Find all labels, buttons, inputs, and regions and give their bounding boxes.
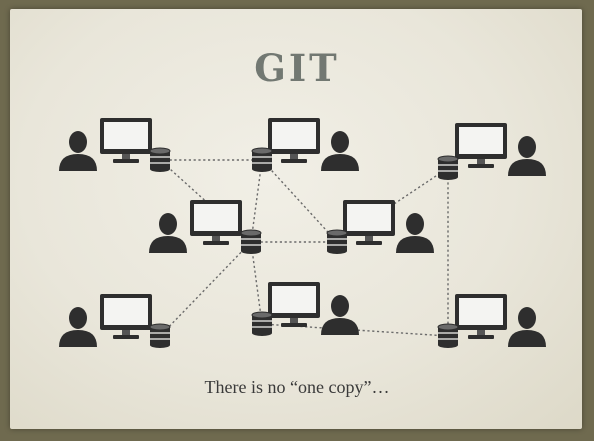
node-n5: [326, 200, 434, 254]
network-link-n2-n5: [261, 159, 338, 243]
slide-caption: There is no “one copy”…: [204, 377, 390, 397]
node-n6: [59, 294, 171, 348]
user-icon: [508, 136, 546, 176]
node-n7: [251, 282, 359, 336]
network-link-n4-n6: [159, 241, 252, 337]
user-icon: [396, 213, 434, 253]
node-n3: [437, 123, 546, 180]
monitor-icon: [455, 123, 507, 168]
user-icon: [321, 131, 359, 171]
user-icon: [59, 307, 97, 347]
node-n2: [251, 118, 359, 172]
database-icon: [251, 147, 273, 172]
user-icon: [59, 131, 97, 171]
database-icon: [240, 229, 262, 254]
monitor-icon: [100, 294, 152, 339]
monitor-icon: [100, 118, 152, 163]
node-n1: [59, 118, 171, 172]
database-icon: [149, 323, 171, 348]
monitor-icon: [190, 200, 242, 245]
slide-title: GIT: [254, 46, 340, 90]
database-icon: [437, 155, 459, 180]
network-link-n4-n7: [250, 241, 263, 325]
database-icon: [437, 323, 459, 348]
monitor-icon: [268, 118, 320, 163]
database-icon: [149, 147, 171, 172]
node-n4: [149, 200, 262, 254]
nodes-layer: [59, 118, 546, 348]
user-icon: [321, 295, 359, 335]
database-icon: [251, 311, 273, 336]
database-icon: [326, 229, 348, 254]
node-n8: [437, 294, 546, 348]
monitor-icon: [268, 282, 320, 327]
user-icon: [149, 213, 187, 253]
network-link-n2-n4: [250, 159, 263, 243]
monitor-icon: [455, 294, 507, 339]
monitor-icon: [343, 200, 395, 245]
user-icon: [508, 307, 546, 347]
paper-background: [10, 9, 582, 429]
